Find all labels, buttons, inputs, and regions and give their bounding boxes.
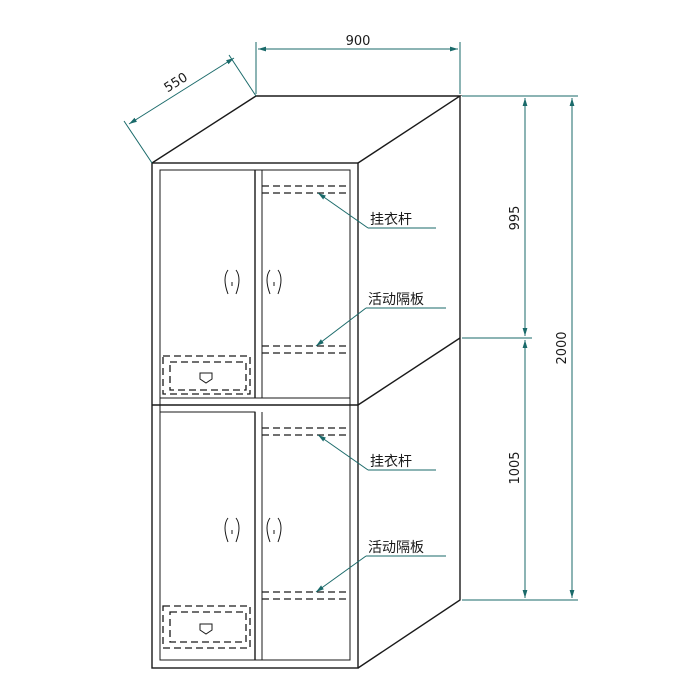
lower-rod-label: 挂衣杆 (370, 454, 412, 470)
depth-extension-a (123, 120, 153, 164)
upper-left-handle-icon (224, 269, 240, 295)
lower-shelf-label: 活动隔板 (368, 540, 424, 556)
lower-left-door (159, 411, 256, 661)
depth-value: 550 (162, 70, 191, 96)
cabinet-outline (151, 95, 463, 669)
upper-rod-label: 挂衣杆 (370, 212, 412, 228)
depth-dimension-line (128, 57, 235, 125)
side-mid-line (357, 337, 461, 406)
lower-rod-leader (317, 434, 369, 471)
front-face (151, 162, 359, 669)
upper-right-handle-icon (266, 269, 282, 295)
top-face (151, 95, 463, 164)
side-face (357, 96, 461, 669)
width-value: 900 (346, 34, 371, 49)
dimension-heights: 995 1005 2000 (462, 95, 578, 601)
lower-right-handle-icon (266, 517, 282, 543)
upper-height-value: 995 (508, 206, 523, 231)
upper-drawer-inner (169, 361, 247, 391)
depth-extension-b (228, 54, 257, 97)
lower-height-value: 1005 (508, 451, 523, 484)
lower-drawer-inner (169, 611, 247, 643)
callouts: 挂衣杆 活动隔板 挂衣杆 活动隔板 (315, 192, 446, 593)
lower-left-handle-icon (224, 517, 240, 543)
lower-drawer-lock-icon (199, 623, 213, 635)
dimension-width: 900 (255, 34, 461, 94)
upper-shelf-leader (315, 307, 367, 347)
lower-compartment (159, 411, 350, 661)
upper-rod-leader (317, 192, 369, 229)
lower-drawer-outline (162, 605, 251, 649)
upper-shelf-label: 活动隔板 (368, 292, 424, 308)
upper-left-door (159, 169, 256, 399)
upper-drawer-outline (162, 355, 251, 395)
upper-drawer-lock-icon (199, 372, 213, 384)
total-height-value: 2000 (555, 331, 570, 364)
upper-compartment (159, 169, 350, 399)
lower-shelf-leader (315, 555, 367, 593)
